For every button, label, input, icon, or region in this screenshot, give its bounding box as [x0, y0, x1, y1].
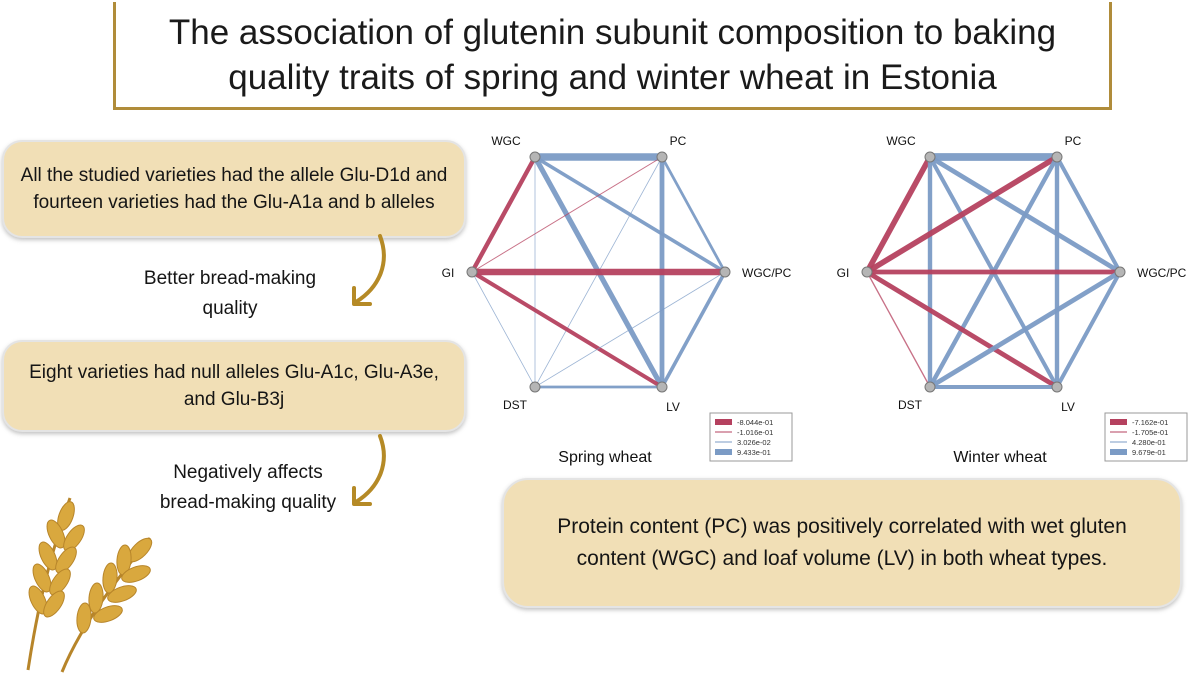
node-label-pc: PC: [670, 134, 687, 148]
node-lv: [656, 381, 668, 393]
wheat-illustration-icon: [26, 497, 153, 673]
legend-label: -1.016e-01: [737, 428, 773, 437]
note-better-quality: Better bread-making quality: [143, 268, 317, 319]
page-title: The association of glutenin subunit comp…: [168, 12, 1057, 97]
edge-gi-dst: [866, 271, 931, 388]
curved-arrow-icon: [352, 234, 386, 306]
edge-wgc-gi: [469, 154, 538, 275]
node-wgc-pc: [1114, 266, 1126, 278]
legend-label: 9.433e-01: [737, 448, 771, 457]
node-lv: [1051, 381, 1063, 393]
node-wgc: [924, 151, 936, 163]
edge-pc-wgc-pc: [660, 155, 727, 274]
node-label-gi: GI: [837, 266, 850, 280]
title-box: The association of glutenin subunit comp…: [113, 2, 1112, 110]
node-label-dst: DST: [503, 398, 528, 412]
finding-null-alleles: Eight varieties had null alleles Glu-A1c…: [2, 340, 466, 432]
legend-label: -8.044e-01: [737, 418, 773, 427]
node-pc: [1051, 151, 1063, 163]
edge-wgc-pc-dst: [534, 271, 726, 388]
edge-wgc-pc-dst: [927, 269, 1123, 390]
node-dst: [529, 381, 541, 393]
edge-pc-gi: [471, 156, 663, 273]
node-label-pc: PC: [1065, 134, 1082, 148]
finding-protein-correlation: Protein content (PC) was positively corr…: [502, 478, 1182, 608]
edge-pc-gi: [864, 154, 1060, 275]
edge-gi-lv: [470, 270, 664, 389]
node-gi: [861, 266, 873, 278]
edge-gi-lv: [864, 269, 1060, 390]
note-negative-effect: Negatively affects bread-making quality: [159, 462, 337, 513]
node-label-gi: GI: [442, 266, 455, 280]
edge-wgc-pc-lv: [660, 270, 727, 389]
node-label-lv: LV: [666, 400, 680, 414]
edge-wgc-pc-lv: [1055, 270, 1122, 389]
node-label-dst: DST: [898, 398, 923, 412]
legend-label: 4.280e-01: [1132, 438, 1166, 447]
network-caption: Spring wheat: [558, 449, 652, 466]
edge-wgc-gi: [864, 154, 933, 275]
spring-wheat-network: WGC PC WGC/PC LV DST GI -8.044e-01-1.016e-013.…: [442, 134, 793, 466]
node-label-wgc-pc: WGC/PC: [742, 266, 792, 280]
node-dst: [924, 381, 936, 393]
node-wgc-pc: [719, 266, 731, 278]
finding-allele-glu-d1d: All the studied varieties had the allele…: [2, 140, 466, 238]
network-caption: Winter wheat: [953, 449, 1047, 466]
node-label-wgc-pc: WGC/PC: [1137, 266, 1187, 280]
node-wgc: [529, 151, 541, 163]
edge-gi-dst: [471, 271, 536, 388]
node-label-wgc: WGC: [886, 134, 916, 148]
curved-arrow-icon: [352, 434, 386, 506]
legend-label: -1.705e-01: [1132, 428, 1168, 437]
node-pc: [656, 151, 668, 163]
node-label-wgc: WGC: [491, 134, 521, 148]
node-gi: [466, 266, 478, 278]
node-label-lv: LV: [1061, 400, 1075, 414]
legend-label: -7.162e-01: [1132, 418, 1168, 427]
winter-wheat-network: WGC PC WGC/PC LV DST GI -7.162e-01-1.705e-014.…: [837, 134, 1188, 466]
legend-label: 3.026e-02: [737, 438, 771, 447]
legend-label: 9.679e-01: [1132, 448, 1166, 457]
edge-pc-wgc-pc: [1055, 155, 1122, 274]
